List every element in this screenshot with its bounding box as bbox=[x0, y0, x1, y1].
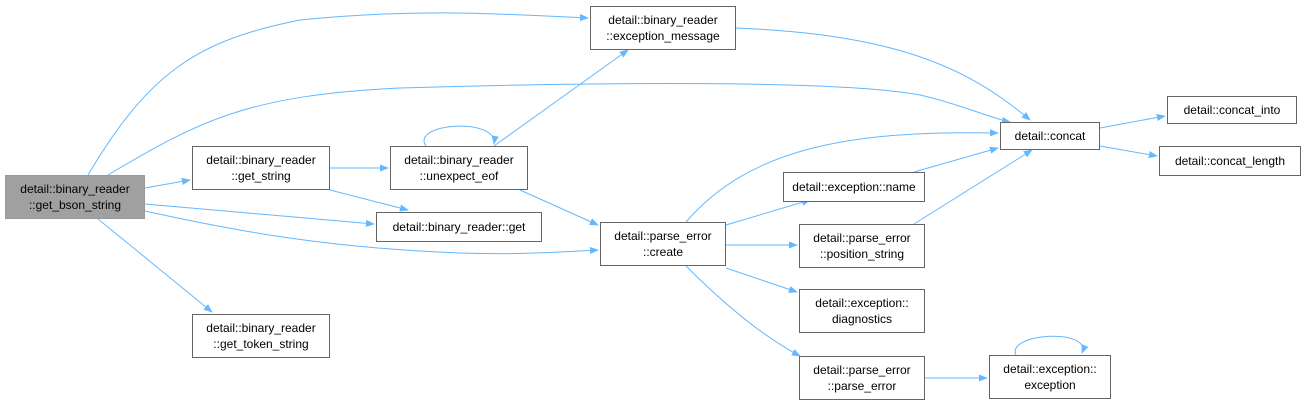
edge-unexpect-eof-to-exception-message bbox=[493, 49, 629, 147]
edge-get-bson-string-to-exception-message bbox=[87, 12, 589, 176]
node-label-line: diagnostics bbox=[831, 312, 893, 326]
node-get-token-string[interactable]: detail::binary_reader ::get_token_string bbox=[192, 314, 330, 358]
node-label-line: detail::binary_reader bbox=[206, 321, 316, 335]
edge-parse-error-create-to-diagnostics bbox=[725, 267, 798, 293]
node-label-line: ::position_string bbox=[819, 247, 905, 261]
node-label-line: ::exception_message bbox=[606, 29, 720, 43]
edge-exception-ctor-to-exception-ctor bbox=[1014, 335, 1089, 356]
edge-get-bson-string-to-concat bbox=[107, 83, 1011, 176]
edge-get-bson-string-to-get-token-string bbox=[97, 218, 213, 313]
node-unexpect-eof[interactable]: detail::binary_reader ::unexpect_eof bbox=[390, 146, 528, 190]
node-exception-ctor[interactable]: detail::exception:: exception bbox=[989, 355, 1111, 399]
edge-get-bson-string-to-get bbox=[144, 203, 375, 227]
edge-exception-message-to-concat bbox=[735, 27, 1031, 121]
node-concat-into[interactable]: detail::concat_into bbox=[1167, 96, 1297, 124]
node-label-line: ::get_bson_string bbox=[28, 198, 122, 212]
edge-get-string-to-get bbox=[329, 189, 409, 212]
node-label-line: ::parse_error bbox=[827, 379, 897, 393]
node-get-bson-string: detail::binary_reader ::get_bson_string bbox=[5, 175, 145, 219]
node-label-line: detail::exception:: bbox=[1003, 362, 1097, 376]
edge-concat-to-concat-into bbox=[1099, 113, 1166, 129]
node-get-string[interactable]: detail::binary_reader ::get_string bbox=[192, 146, 330, 190]
node-position-string[interactable]: detail::parse_error ::position_string bbox=[799, 224, 925, 268]
node-diagnostics[interactable]: detail::exception:: diagnostics bbox=[799, 289, 925, 333]
edge-get-bson-string-to-get-string bbox=[144, 177, 191, 189]
node-label-line: detail::binary_reader bbox=[206, 153, 316, 167]
edge-concat-to-concat-length bbox=[1099, 145, 1158, 159]
node-label-line: detail::parse_error bbox=[813, 363, 911, 377]
node-label-line: exception bbox=[1024, 378, 1076, 392]
node-label-line: detail::binary_reader bbox=[20, 182, 130, 196]
node-exception-message[interactable]: detail::binary_reader ::exception_messag… bbox=[590, 6, 736, 50]
node-label-line: detail::binary_reader bbox=[608, 13, 718, 27]
edge-parse-error-create-to-exception-name bbox=[725, 198, 811, 226]
node-label-line: ::get_string bbox=[231, 169, 291, 183]
node-parse-error-ctor[interactable]: detail::parse_error ::parse_error bbox=[799, 356, 925, 400]
edge-parse-error-create-to-parse-error-ctor bbox=[685, 265, 801, 357]
edge-position-string-to-concat bbox=[913, 149, 1033, 225]
node-label-line: ::create bbox=[642, 245, 684, 259]
node-label-line: detail::concat bbox=[1014, 129, 1086, 143]
node-label-line: detail::concat_length bbox=[1174, 154, 1286, 168]
node-label-line: detail::binary_reader::get bbox=[392, 220, 526, 234]
node-concat-length[interactable]: detail::concat_length bbox=[1159, 146, 1301, 176]
edge-unexpect-eof-to-unexpect-eof bbox=[423, 125, 499, 147]
edge-get-bson-string-to-parse-error-create bbox=[144, 210, 599, 255]
node-exception-name[interactable]: detail::exception::name bbox=[783, 172, 925, 202]
node-label-line: ::get_token_string bbox=[213, 337, 309, 351]
node-label-line: detail::parse_error bbox=[614, 229, 712, 243]
node-label-line: detail::binary_reader bbox=[404, 153, 514, 167]
node-get[interactable]: detail::binary_reader::get bbox=[376, 212, 542, 242]
edge-exception-name-to-concat bbox=[913, 146, 999, 173]
node-label-line: detail::exception::name bbox=[792, 180, 916, 194]
node-label-line: detail::exception:: bbox=[815, 296, 909, 310]
node-label-line: detail::concat_into bbox=[1183, 103, 1281, 117]
node-label-line: detail::parse_error bbox=[813, 231, 911, 245]
node-label-line: ::unexpect_eof bbox=[419, 169, 499, 183]
node-concat[interactable]: detail::concat bbox=[1000, 122, 1100, 150]
node-parse-error-create[interactable]: detail::parse_error ::create bbox=[600, 222, 726, 266]
edge-parse-error-create-to-concat bbox=[685, 129, 999, 223]
edge-unexpect-eof-to-parse-error-create bbox=[519, 189, 599, 226]
